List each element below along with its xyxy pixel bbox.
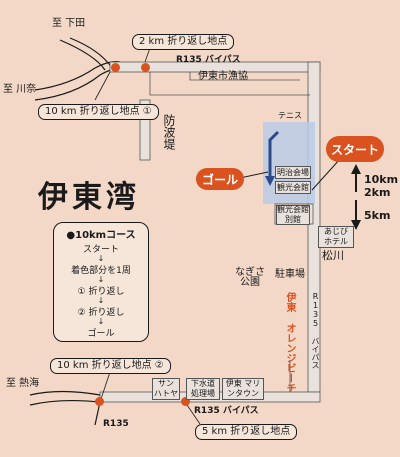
distance-10km: 10km (364, 173, 399, 186)
goal-callout: ゴール (196, 168, 244, 190)
sun-hatoya: サン ハトヤ (152, 378, 180, 400)
course-step: ゴール (87, 329, 115, 339)
marina: 伊東 マリンタウン (222, 378, 264, 400)
turnaround-marker-icon (181, 397, 190, 406)
road-r135-bottom-left: R135 (103, 419, 129, 429)
course-step: ① 折り返し (77, 287, 125, 297)
turnaround-10km-2-label: 10 km 折り返し地点 ② (50, 358, 171, 374)
turnaround-2km-label: 2 km 折り返し地点 (132, 34, 235, 50)
road-r135-bypass-bottom: R135 バイパス (194, 406, 259, 416)
hall-kanko: 観光会館 (275, 181, 311, 194)
start-callout: スタート (326, 136, 384, 162)
arrow-down-icon: ↓ (97, 254, 105, 263)
place-shimoda: 至 下田 (52, 18, 86, 29)
sewage-plant: 下水道 処理場 (186, 378, 220, 400)
turnaround-10km-1-label: 10 km 折り返し地点 ① (38, 104, 159, 120)
place-atami: 至 熱海 (6, 378, 40, 389)
tennis: テニス (278, 111, 302, 120)
course-step: スタート (82, 245, 119, 255)
turnaround-marker-icon (141, 63, 150, 72)
arrow-down-icon: ↓ (97, 275, 105, 284)
course-step: ② 折り返し (77, 308, 125, 318)
distance-5km: 5km (364, 209, 391, 222)
hall-meiji: 明治会場 (275, 166, 311, 179)
orange-beach: 伊東 オレンジビーチ (284, 292, 295, 393)
nagisa-park: なぎさ 公園 (235, 267, 265, 288)
turnaround-5km-label: 5 km 折り返し地点 (195, 424, 298, 440)
turnaround-marker-icon (111, 63, 120, 72)
start-label: スタート (330, 142, 379, 157)
fishery: 伊東市漁協 (198, 71, 248, 82)
course-title: ●10kmコース (66, 230, 136, 241)
road-r135-bypass-side: R135 バイパス (311, 292, 320, 369)
bay-name: 伊東湾 (38, 180, 140, 215)
hall-kanko-annex: 観光会館別館 (276, 205, 310, 225)
goal-label: ゴール (201, 172, 238, 187)
matsukawa: 松川 (322, 249, 344, 262)
turnaround-marker-icon (95, 397, 104, 406)
arrow-down-icon: ↓ (97, 317, 105, 326)
arrow-down-icon: ↓ (97, 296, 105, 305)
road-r135-bypass-top: R135 バイパス (176, 55, 241, 65)
breakwater: 防波堤 (162, 114, 176, 150)
ajibi-hotel: あじび ホテル (318, 226, 354, 248)
distance-2km: 2km (364, 186, 391, 199)
parking: 駐車場 (275, 269, 305, 280)
course-step: 着色部分を1周 (71, 266, 131, 276)
course-box: ●10kmコース スタート ↓ 着色部分を1周 ↓ ① 折り返し ↓ ② 折り返… (53, 222, 149, 342)
place-kawana: 至 川奈 (3, 84, 37, 95)
